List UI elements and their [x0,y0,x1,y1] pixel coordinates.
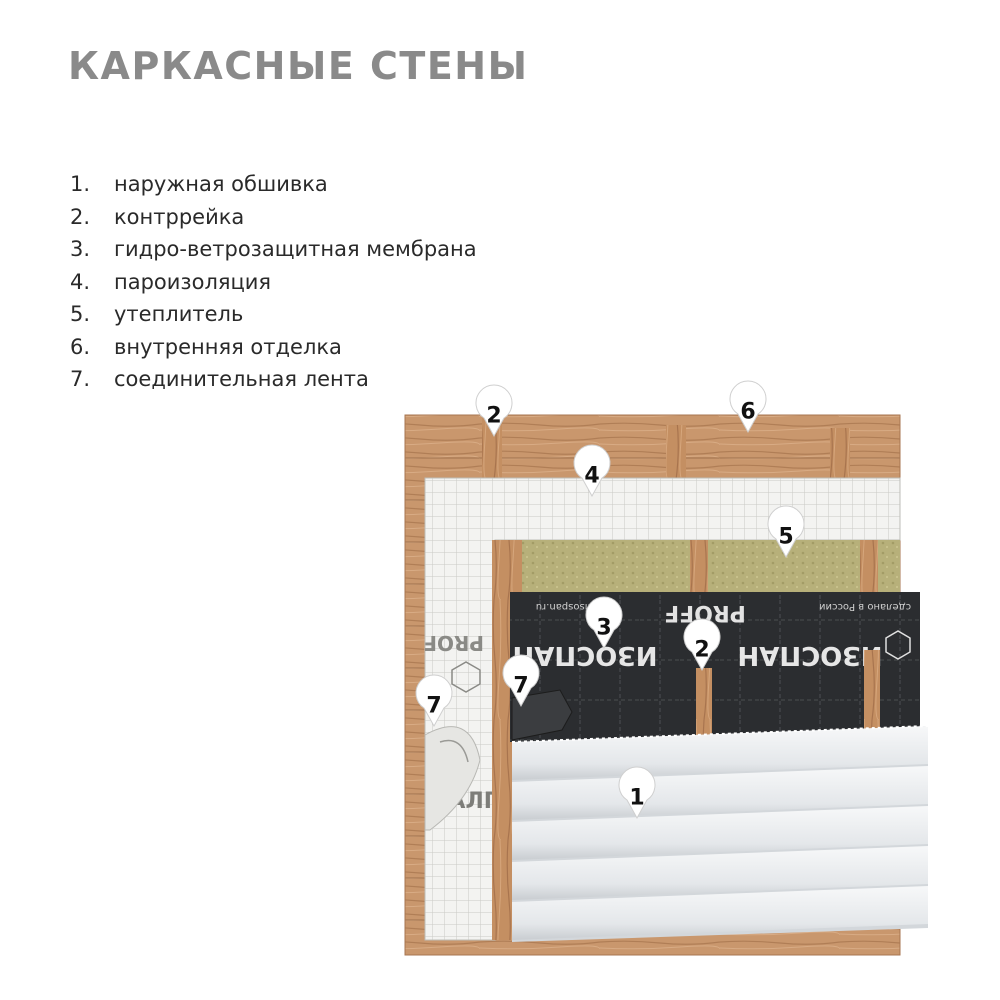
counter-battens [696,650,880,738]
legend-number: 5. [70,302,91,326]
marker-label: 2 [694,638,709,663]
legend-label: пароизоляция [114,269,272,294]
marker-7-left: 7 [415,674,453,727]
marker-label: 5 [778,525,793,550]
legend-number: 7. [70,367,91,391]
vapor-logo-icon [451,661,481,693]
marker-4: 4 [573,444,611,497]
legend-number: 6. [70,334,91,359]
legend-item: 4. пароизоляция [70,266,477,299]
membrane-logo-icon [885,630,911,660]
legend-label: утеплитель [114,302,244,326]
marker-7-mid: 7 [502,654,540,707]
marker-6: 6 [729,380,767,433]
legend-number: 1. [70,172,91,196]
marker-label: 7 [426,694,441,719]
marker-label: 7 [513,674,528,699]
legend-number: 4. [70,269,91,294]
siding-layer [511,725,929,942]
insulation-layer [522,540,900,600]
legend-item: 6. внутренняя отделка [70,331,477,364]
marker-label: 6 [740,400,755,425]
wind-membrane-layer: PROFF www.isospan.ru сделано в России ИЗ… [510,592,920,742]
joining-tape-left [424,726,481,831]
legend-label: наружная обшивка [114,172,328,196]
legend-number: 2. [70,204,91,229]
marker-1: 1 [618,766,656,819]
legend-label: гидро-ветрозащитная мембрана [114,237,477,261]
legend-item: 5. утеплитель [70,298,477,331]
legend-item: 3. гидро-ветрозащитная мембрана [70,233,477,266]
marker-2-mid: 2 [683,618,721,671]
legend-number: 3. [70,237,91,261]
joining-tape-middle [511,689,573,741]
legend-list: 1. наружная обшивка 2. контррейка 3. гидро-… [70,168,477,396]
legend-item: 7. соединительная лента [70,363,477,396]
marker-5: 5 [767,505,805,558]
page-title: КАРКАСНЫЕ СТЕНЫ [68,44,529,88]
legend-label: соединительная лента [114,367,369,391]
legend-item: 2. контррейка [70,201,477,234]
membrane-print-site: www.isospan.ru [536,601,615,612]
marker-label: 3 [596,616,611,641]
membrane-print-made: сделано в России [819,601,911,612]
marker-label: 4 [584,464,599,489]
frame-studs [482,415,850,485]
legend-item: 1. наружная обшивка [70,168,477,201]
membrane-print-brand-2: ИЗОСПАН [737,640,882,670]
marker-3: 3 [585,596,623,649]
marker-label: 2 [486,404,501,429]
marker-label: 1 [629,786,644,811]
vapor-print-series: PROF [423,631,484,655]
marker-2-top: 2 [475,384,513,437]
legend-label: внутренняя отделка [114,334,342,359]
legend-label: контррейка [114,204,245,229]
